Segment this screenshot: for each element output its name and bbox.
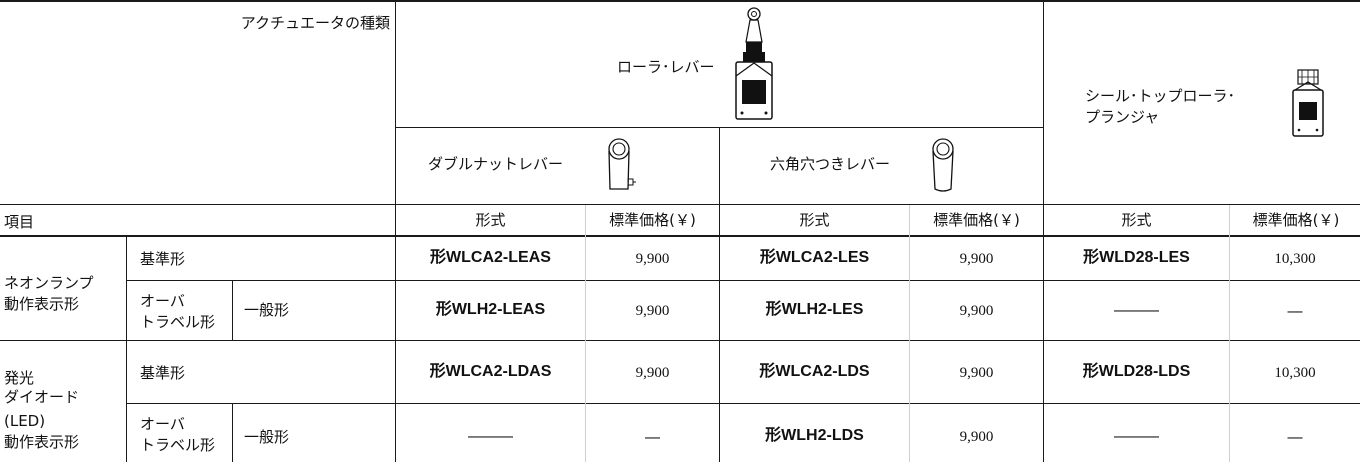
price-cell: 9,900 (959, 251, 994, 267)
general-type-label: 一般形 (244, 428, 290, 446)
price-cell: 9,900 (959, 429, 994, 445)
overtravel-label-line2: トラベル形 (140, 436, 216, 454)
double-nut-lever-icon (608, 138, 636, 190)
led-group-label-line4: 動作表示形 (4, 433, 80, 451)
price-cell: 9,900 (959, 365, 994, 381)
empty-model-dash: ――― (1114, 427, 1159, 445)
double-nut-lever-label: ダブルナットレバー (428, 155, 564, 173)
neon-group-label-line1: ネオンランプ (4, 274, 94, 292)
model-header: 形式 (799, 211, 830, 229)
empty-model-dash: ――― (468, 427, 513, 445)
overtravel-label-line1: オーバ (140, 292, 185, 310)
column-separator (585, 205, 586, 462)
neon-group-label-line2: 動作表示形 (4, 295, 80, 313)
standard-type-label: 基準形 (140, 364, 186, 382)
roller-lever-switch-icon (735, 7, 773, 120)
group-divider (0, 340, 1360, 341)
overtravel-label-line1: オーバ (140, 415, 185, 433)
overtravel-label-line2: トラベル形 (140, 313, 216, 331)
row-divider (126, 280, 1360, 281)
led-group-label-line3: (LED) (4, 412, 46, 430)
seal-top-roller-plunger-switch-icon (1292, 69, 1324, 137)
row-divider (126, 403, 1360, 404)
column-separator (1229, 205, 1230, 462)
led-group-label-line1: 発光 (4, 369, 35, 387)
hex-hole-lever-label: 六角穴つきレバー (770, 155, 891, 173)
model-cell: 形WLCA2-LDAS (429, 363, 552, 380)
model-cell: 形WLH2-LEAS (435, 301, 546, 318)
model-cell: 形WLD28-LES (1083, 249, 1190, 266)
column-divider (232, 403, 233, 462)
seal-top-label-line1: シール･トップローラ･ (1085, 87, 1236, 105)
general-type-label: 一般形 (244, 301, 290, 319)
table-top-border (0, 0, 1360, 2)
column-divider (719, 127, 720, 462)
standard-type-label: 基準形 (140, 250, 186, 268)
price-header: 標準価格(￥) (933, 211, 1020, 229)
column-divider (126, 235, 127, 462)
price-cell: 9,900 (959, 303, 994, 319)
price-header: 標準価格(￥) (1252, 211, 1340, 229)
price-cell: 10,300 (1274, 251, 1316, 267)
model-cell: 形WLCA2-LDS (759, 363, 870, 380)
price-cell: 9,900 (635, 303, 670, 319)
model-cell: 形WLCA2-LEAS (430, 249, 551, 266)
roller-lever-label: ローラ･レバー (617, 58, 715, 76)
column-divider (395, 0, 396, 462)
price-header: 標準価格(￥) (609, 211, 696, 229)
model-cell: 形WLCA2-LES (759, 249, 870, 266)
price-cell: 9,900 (635, 251, 670, 267)
hex-hole-lever-icon (932, 138, 954, 192)
price-cell: 9,900 (635, 365, 670, 381)
model-header: 形式 (475, 211, 506, 229)
column-divider (232, 280, 233, 340)
model-cell: 形WLH2-LDS (765, 427, 864, 444)
column-divider (1043, 0, 1044, 462)
empty-price-dash: ― (645, 428, 660, 446)
model-cell: 形WLH2-LES (765, 301, 864, 318)
price-cell: 10,300 (1274, 365, 1316, 381)
empty-price-dash: ― (1287, 302, 1303, 320)
header-bottom-border (0, 204, 1360, 205)
empty-price-dash: ― (1287, 428, 1303, 446)
empty-model-dash: ――― (1114, 301, 1159, 319)
column-separator (909, 205, 910, 462)
item-label: 項目 (4, 213, 35, 231)
model-cell: 形WLD28-LDS (1082, 363, 1191, 380)
body-top-border (0, 235, 1360, 237)
seal-top-label-line2: プランジャ (1085, 108, 1160, 126)
actuator-type-label: アクチュエータの種類 (240, 14, 390, 32)
led-group-label-line2: ダイオード (4, 388, 80, 406)
model-header: 形式 (1121, 211, 1152, 229)
